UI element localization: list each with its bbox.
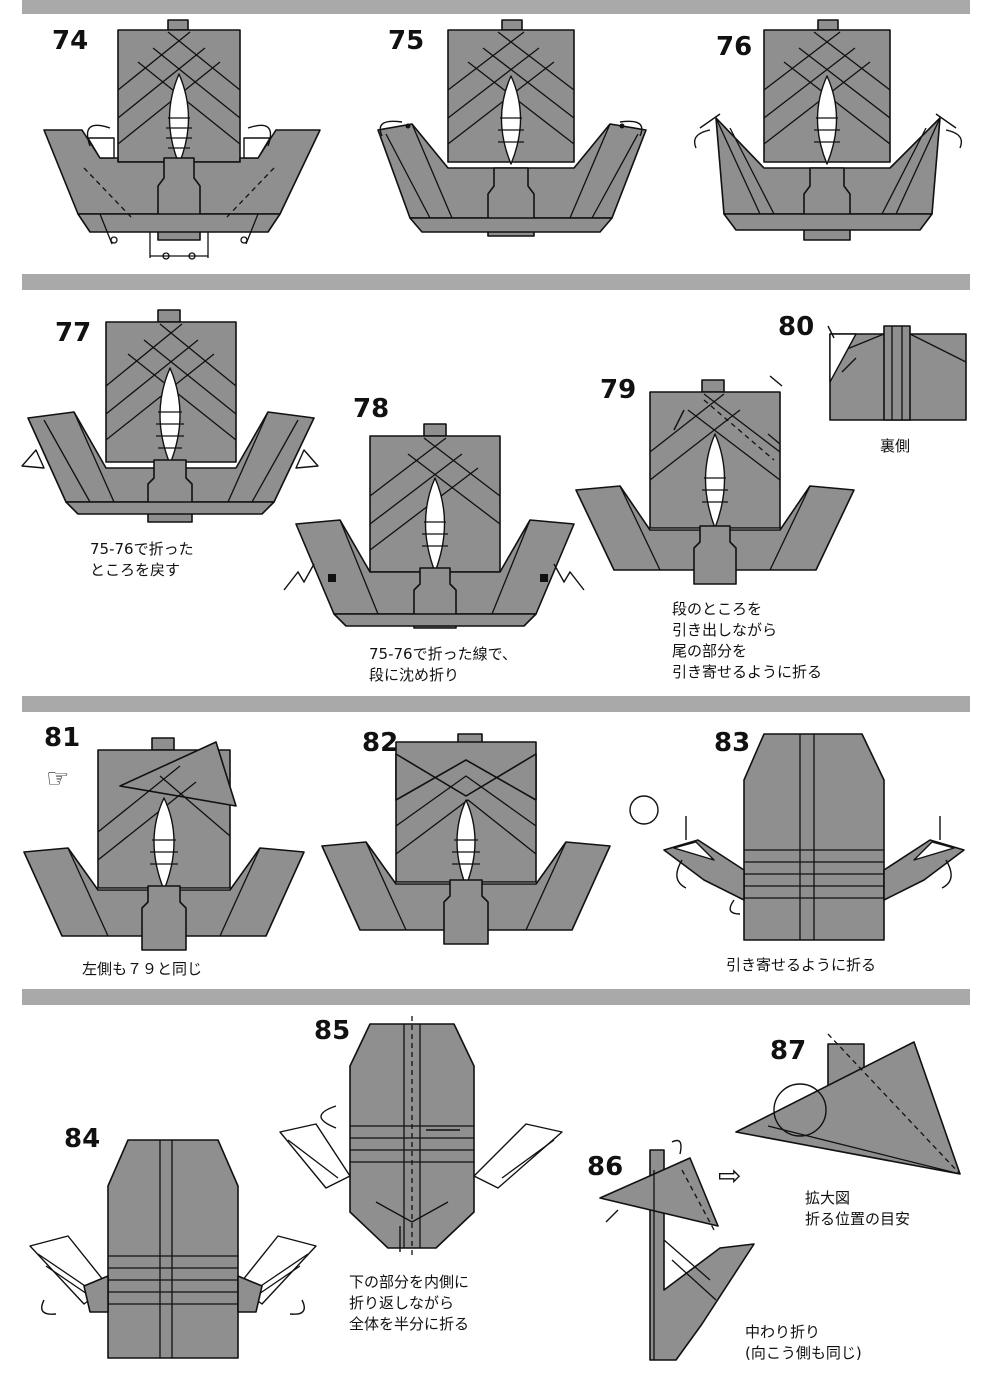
caption-line: 中わり折り [745,1323,821,1341]
step-number-86: 86 [587,1152,624,1182]
step-78-caption: 75-76で折った線で、 段に沈め折り [369,644,517,686]
caption-line: ところを戻す [90,561,181,579]
step-80-diagram [827,325,967,421]
step-77-caption: 75-76で折った ところを戻す [90,539,194,581]
caption-line: 引き出しながら [672,621,778,639]
caption-line: 段に沈め折り [369,666,460,684]
separator-bar-4 [22,989,970,1005]
step-79-diagram [575,375,855,585]
caption-line: 拡大図 [805,1189,851,1207]
step-85-caption: 下の部分を内側に 折り返しながら 全体を半分に折る [349,1272,469,1335]
step-74-diagram [43,19,321,260]
step-83-diagram [629,733,965,941]
step-76-diagram [693,19,963,241]
step-83-caption: 引き寄せるように折る [726,956,877,974]
caption-line: 75-76で折った [90,540,194,558]
caption-line: 折り返しながら [349,1294,455,1312]
step-number-85: 85 [314,1016,351,1046]
step-81-caption: 左側も７９と同じ [82,960,203,978]
step-number-81: 81 [44,723,81,753]
caption-line: 折る位置の目安 [805,1210,911,1228]
step-87-diagram [735,1033,961,1175]
separator-bar-2 [22,274,970,290]
step-number-76: 76 [716,32,753,62]
caption-line: 尾の部分を [672,642,748,660]
caption-line: 下の部分を内側に [349,1273,470,1291]
caption-line: 全体を半分に折る [349,1315,470,1333]
separator-bar-1 [22,0,970,14]
caption-line: 引き寄せるように折る [672,663,823,681]
step-84-diagram [29,1139,317,1359]
step-86-diagram [599,1139,755,1361]
step-number-87: 87 [770,1036,807,1066]
step-number-75: 75 [388,26,425,56]
caption-line: (向こう側も同じ) [745,1344,862,1362]
step-87-caption: 拡大図 折る位置の目安 [805,1188,910,1230]
step-number-79: 79 [600,375,637,405]
step-75-diagram [377,19,647,237]
step-77-diagram [21,309,319,523]
separator-bar-3 [22,696,970,712]
step-number-78: 78 [353,394,390,424]
step-number-84: 84 [64,1124,101,1154]
step-78-diagram [283,423,585,629]
step-81-diagram [23,737,305,951]
step-79-caption: 段のところを 引き出しながら 尾の部分を 引き寄せるように折る [672,599,822,683]
step-80-caption: 裏側 [880,437,911,455]
pointing-hand-icon: ☞ [46,764,70,794]
step-number-82: 82 [362,728,399,758]
step-number-80: 80 [778,312,815,342]
caption-line: 段のところを [672,600,763,618]
step-86-caption: 中わり折り (向こう側も同じ) [745,1322,862,1364]
step-number-77: 77 [55,318,92,348]
caption-line: 75-76で折った線で、 [369,645,517,663]
step-number-83: 83 [714,728,751,758]
arrow-right-icon: ⇨ [718,1159,742,1192]
step-number-74: 74 [52,26,89,56]
step-85-diagram [279,1016,563,1256]
step-82-diagram [321,733,611,945]
